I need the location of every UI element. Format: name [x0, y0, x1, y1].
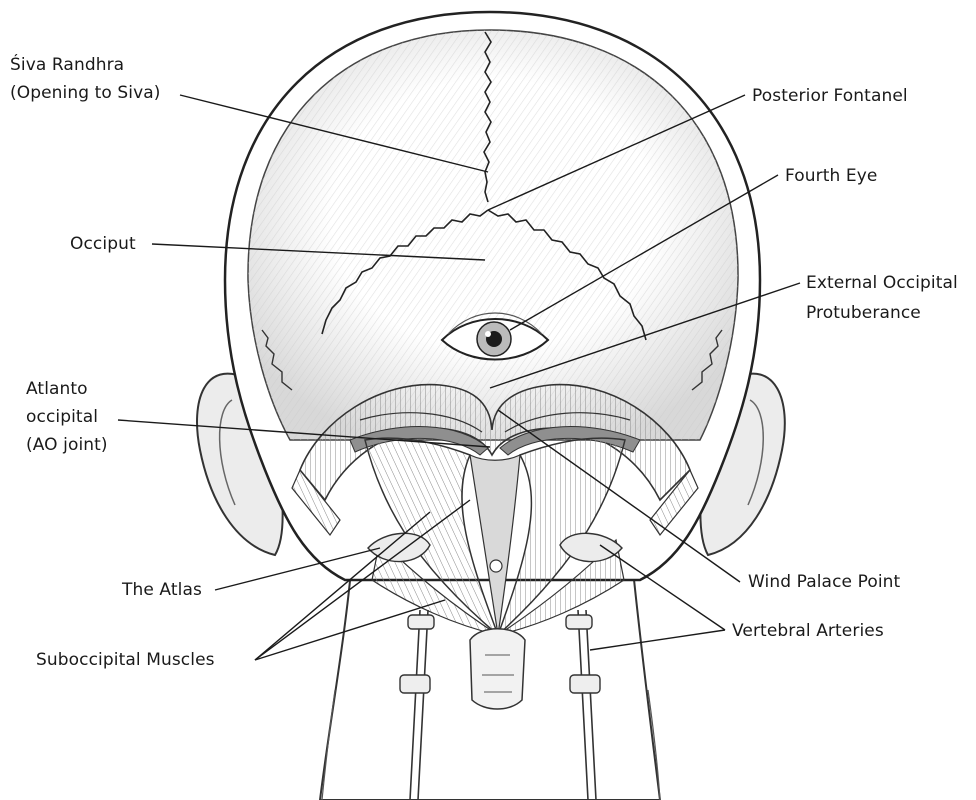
label-atlanto-2: occipital: [26, 406, 98, 428]
label-external-occipital-2: Protuberance: [806, 302, 921, 324]
label-the-atlas: The Atlas: [122, 579, 202, 601]
label-suboccipital: Suboccipital Muscles: [36, 649, 215, 671]
label-fourth-eye: Fourth Eye: [785, 165, 877, 187]
label-vertebral: Vertebral Arteries: [732, 620, 884, 642]
label-siva-randhra-sub: (Opening to Siva): [10, 82, 161, 104]
label-siva-randhra: Śiva Randhra: [10, 54, 124, 76]
label-wind-palace: Wind Palace Point: [748, 571, 900, 593]
label-atlanto-3: (AO joint): [26, 434, 108, 456]
label-atlanto-1: Atlanto: [26, 378, 88, 400]
label-occiput: Occiput: [70, 233, 136, 255]
label-posterior-fontanel: Posterior Fontanel: [752, 85, 908, 107]
label-external-occipital-1: External Occipital: [806, 272, 958, 294]
